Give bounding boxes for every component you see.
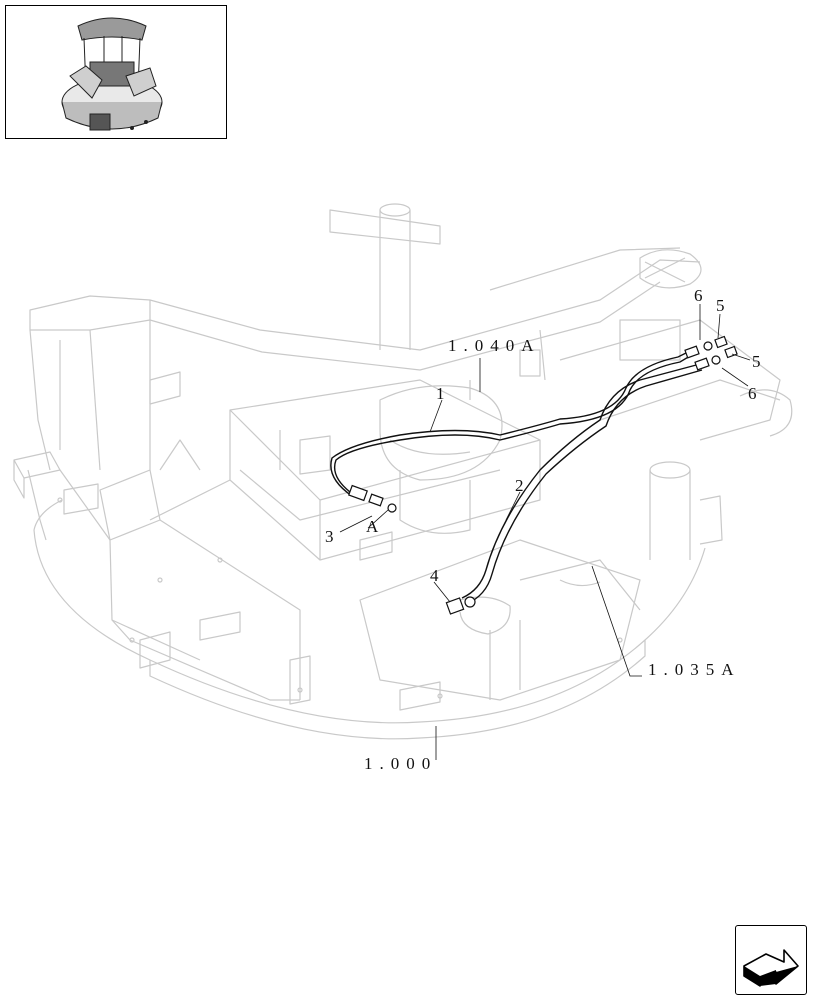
callout-3: 3 (325, 527, 334, 546)
callout-5-lower: 5 (752, 352, 761, 371)
callout-5-upper: 5 (716, 296, 725, 315)
machine-overview-icon (61, 17, 163, 131)
next-page-button[interactable] (735, 925, 807, 995)
hose-1 (330, 351, 691, 497)
overview-thumbnail (5, 5, 227, 139)
reference-1-000: 1.000 (364, 754, 438, 773)
callout-a: A (366, 517, 379, 536)
reference-1-035a: 1.035A (648, 660, 741, 679)
upper-frame (13, 203, 793, 740)
callout-1: 1 (436, 384, 445, 403)
reference-1-040a: 1.040A (448, 336, 541, 355)
next-page-arrow-icon (743, 949, 799, 987)
hose-2 (461, 363, 703, 605)
callout-4: 4 (430, 566, 439, 585)
callout-6-upper: 6 (694, 286, 703, 305)
callout-2: 2 (515, 476, 524, 495)
leader-lines (339, 304, 751, 760)
callout-6-lower: 6 (748, 384, 757, 403)
